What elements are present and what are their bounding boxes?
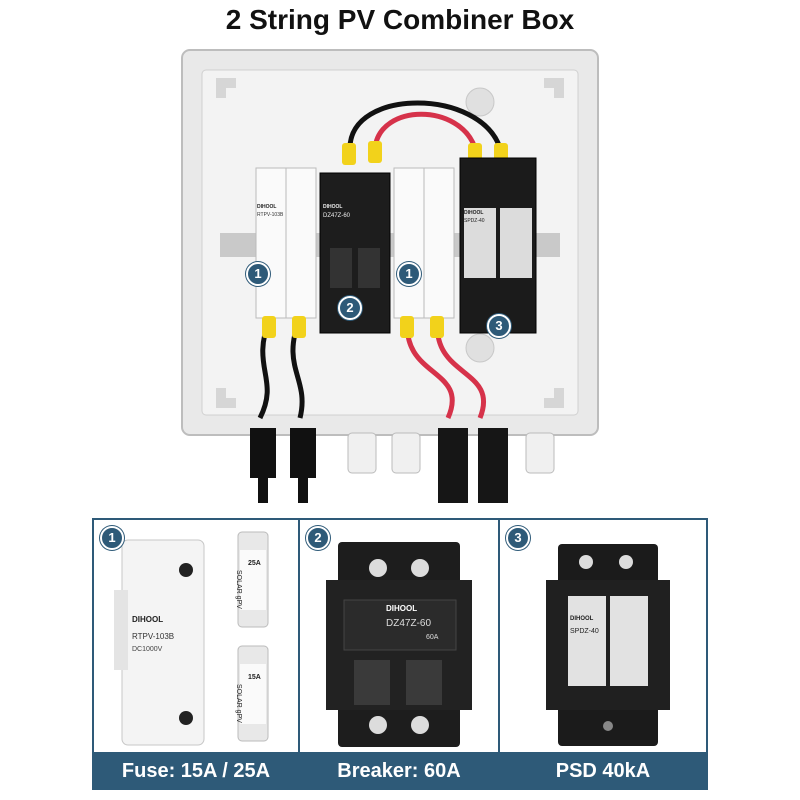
- holder-rating: DC1000V: [132, 646, 163, 653]
- photo-badge-fuse-right: 1: [397, 262, 421, 286]
- spd-brand: DIHOOL: [570, 616, 594, 622]
- component-panels: DIHOOL RTPV-103B DC1000V SOLAR gPV 25A S…: [92, 518, 708, 790]
- photo-spd-model: SPDZ-40: [464, 218, 485, 224]
- breaker-rating: 60A: [426, 634, 439, 641]
- fuse-illustration: [114, 531, 269, 746]
- photo-fuse-model: RTPV-103B: [257, 212, 284, 218]
- breaker-caption: Breaker: 60A: [337, 760, 461, 782]
- photo-breaker-brand: DIHOOL: [323, 204, 343, 210]
- spd-caption: PSD 40kA: [555, 760, 651, 782]
- photo-breaker-model: DZ47Z-60: [323, 213, 351, 219]
- breaker-panel-badge: 2: [306, 526, 330, 550]
- breaker-model: DZ47Z-60: [386, 618, 432, 629]
- spd-model: SPDZ-40: [570, 628, 599, 635]
- breaker-panel: DIHOOL DZ47Z-60 60A 2: [300, 520, 498, 752]
- photo-badge-fuse-left: 1: [246, 262, 270, 286]
- combiner-box-photo: [181, 49, 599, 503]
- page-title: 2 String PV Combiner Box: [225, 4, 575, 35]
- fuse-bottom-label: SOLAR gPV: [235, 684, 242, 723]
- fuse-panel-badge: 1: [100, 526, 124, 550]
- caption-bar: Fuse: 15A / 25A Breaker: 60A PSD 40kA: [94, 752, 706, 790]
- holder-model: RTPV-103B: [132, 632, 175, 641]
- spd-panel-badge: 3: [506, 526, 530, 550]
- photo-badge-spd: 3: [487, 314, 511, 338]
- photo-spd-brand: DIHOOL: [464, 210, 484, 216]
- spd-illustration: [546, 544, 670, 746]
- fuse-top-rating: 25A: [248, 560, 261, 567]
- fuse-panel: DIHOOL RTPV-103B DC1000V SOLAR gPV 25A S…: [94, 520, 298, 752]
- breaker-illustration: [326, 542, 472, 747]
- fuse-top-label: SOLAR gPV: [235, 570, 242, 609]
- photo-badge-breaker: 2: [338, 296, 362, 320]
- holder-brand: DIHOOL: [132, 615, 164, 624]
- fuse-caption: Fuse: 15A / 25A: [121, 760, 271, 782]
- fuse-bottom-rating: 15A: [248, 674, 261, 681]
- panel-divider: [498, 520, 500, 790]
- spd-panel: DIHOOL SPDZ-40 3: [500, 520, 706, 752]
- panel-divider: [298, 520, 300, 790]
- photo-fuse-brand: DIHOOL: [257, 204, 277, 210]
- breaker-brand: DIHOOL: [386, 604, 418, 613]
